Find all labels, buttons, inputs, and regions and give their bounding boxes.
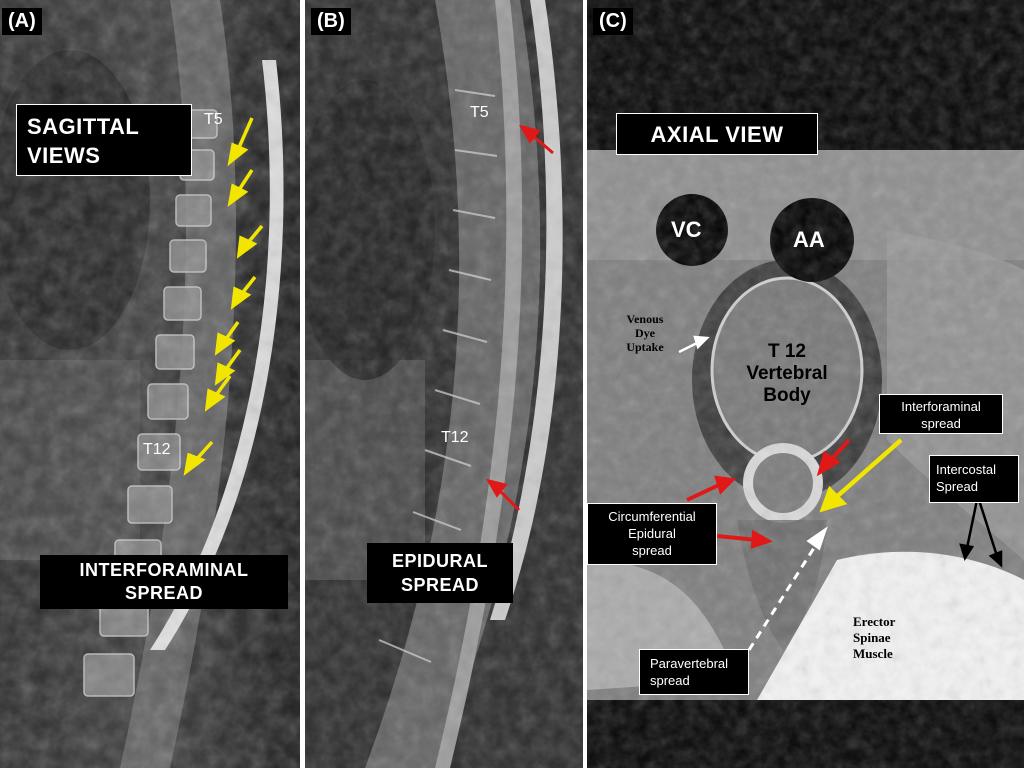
panel-a-tag: (A): [2, 8, 42, 35]
white-dashed-arrow-paravertebral: [747, 526, 828, 651]
yellow-arrow-interforaminal: [819, 438, 903, 513]
vertebral-body-label: T 12 Vertebral Body: [746, 341, 828, 406]
epidural-spread-caption: EPIDURAL SPREAD: [367, 543, 513, 603]
panel-c-tag: (C): [593, 8, 633, 35]
venous-white-arrow: [678, 335, 710, 354]
sagittal-views-label: SAGITTAL VIEWS: [16, 104, 192, 176]
erector-spinae-label: Erector Spinae Muscle: [853, 614, 896, 661]
red-arrow-canal-bottom: [716, 529, 773, 549]
paravertebral-spread-box: Paravertebral spread: [639, 649, 749, 695]
interforaminal-spread-box: Interforaminal spread: [879, 394, 1003, 434]
yellow-arrow-1: [227, 117, 254, 167]
red-arrow-canal-top: [816, 438, 851, 477]
red-arrow-t12: [485, 478, 521, 512]
vena-cava-label: VC: [671, 217, 702, 242]
panel-b-sagittal-mri: (B) T5 T12 EPIDURAL SPREAD: [305, 0, 583, 768]
yellow-arrow-6: [214, 348, 242, 386]
venous-dye-uptake-label: Venous Dye Uptake: [626, 312, 664, 354]
yellow-arrow-group: [183, 117, 264, 477]
panel-b-tag: (B): [311, 8, 351, 35]
level-t5-label: T5: [204, 111, 223, 128]
panel-c-axial-mri: (C) AXIAL VIEW VC AA T 12 Vertebral Body…: [587, 0, 1024, 768]
intercostal-spread-box: Intercostal Spread: [929, 455, 1019, 503]
yellow-arrow-5: [214, 320, 240, 356]
level-t12-label: T12: [143, 441, 171, 458]
yellow-arrow-4: [230, 275, 257, 310]
axial-view-label: AXIAL VIEW: [616, 113, 818, 155]
yellow-arrow-8: [183, 440, 214, 477]
level-t5-label-b: T5: [470, 104, 489, 121]
circumferential-epidural-box: Circumferential Epidural spread: [587, 503, 717, 565]
yellow-arrow-3: [236, 224, 264, 259]
level-t12-label-b: T12: [441, 429, 469, 446]
yellow-arrow-7: [204, 374, 232, 412]
interforaminal-spread-caption: INTERFORAMINAL SPREAD: [40, 555, 288, 609]
red-arrow-t5: [518, 124, 554, 155]
yellow-arrow-2: [227, 169, 254, 207]
panel-b-image: [305, 0, 583, 768]
panel-a-sagittal-mri: (A) SAGITTAL VIEWS T5 T12 INTERFORAMINAL…: [0, 0, 300, 768]
black-arrows-intercostal: [959, 499, 1003, 568]
red-arrow-canal-left: [686, 475, 737, 502]
aorta-label: AA: [793, 227, 825, 252]
